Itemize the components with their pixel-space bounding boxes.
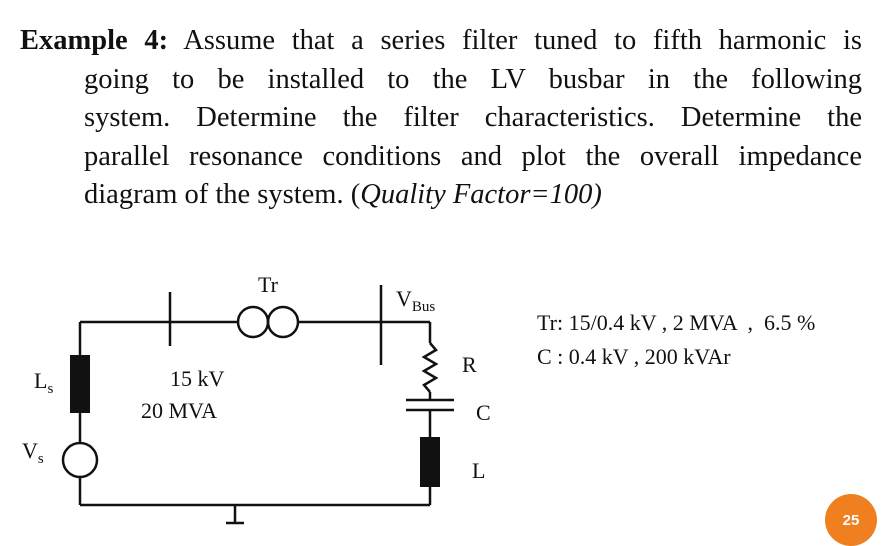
- source-inductor-icon: [70, 355, 90, 413]
- component-specs: Tr: 15/0.4 kV , 2 MVA , 6.5 % C : 0.4 kV…: [537, 306, 815, 374]
- transformer-coil-2: [266, 305, 300, 339]
- problem-line-5: diagram of the system. (Quality Factor=1…: [84, 179, 602, 210]
- ls-label: Ls: [34, 368, 53, 397]
- voltage-source-icon: [61, 441, 99, 479]
- problem-line-1: Example 4: Assume that a series filter t…: [20, 25, 862, 56]
- problem-line-4: parallel resonance conditions and plot t…: [84, 140, 862, 172]
- example-label: Example 4:: [20, 25, 169, 56]
- vs-label: Vs: [22, 438, 44, 467]
- spec-capacitor: C : 0.4 kV , 200 kVAr: [537, 344, 731, 369]
- spec-transformer: Tr: 15/0.4 kV , 2 MVA , 6.5 %: [537, 310, 816, 335]
- quality-factor: Quality Factor=100): [360, 179, 602, 210]
- c-label: C: [476, 400, 491, 425]
- problem-line-2: going to be installed to the LV busbar i…: [84, 63, 862, 95]
- l-label: L: [472, 458, 485, 483]
- r-label: R: [462, 352, 477, 377]
- filter-inductor-icon: [420, 437, 440, 487]
- vbus-label: VBus: [396, 286, 435, 315]
- resistor-zigzag: [421, 342, 439, 393]
- source-voltage-label: 15 kV: [170, 366, 225, 391]
- transformer-coil-1: [236, 305, 270, 339]
- problem-statement: Example 4: Assume that a series filter t…: [20, 22, 862, 215]
- problem-line-3: system. Determine the filter characteris…: [84, 102, 862, 133]
- source-power-label: 20 MVA: [141, 398, 217, 423]
- tr-label: Tr: [258, 272, 279, 297]
- page-number-badge: 25: [825, 494, 877, 546]
